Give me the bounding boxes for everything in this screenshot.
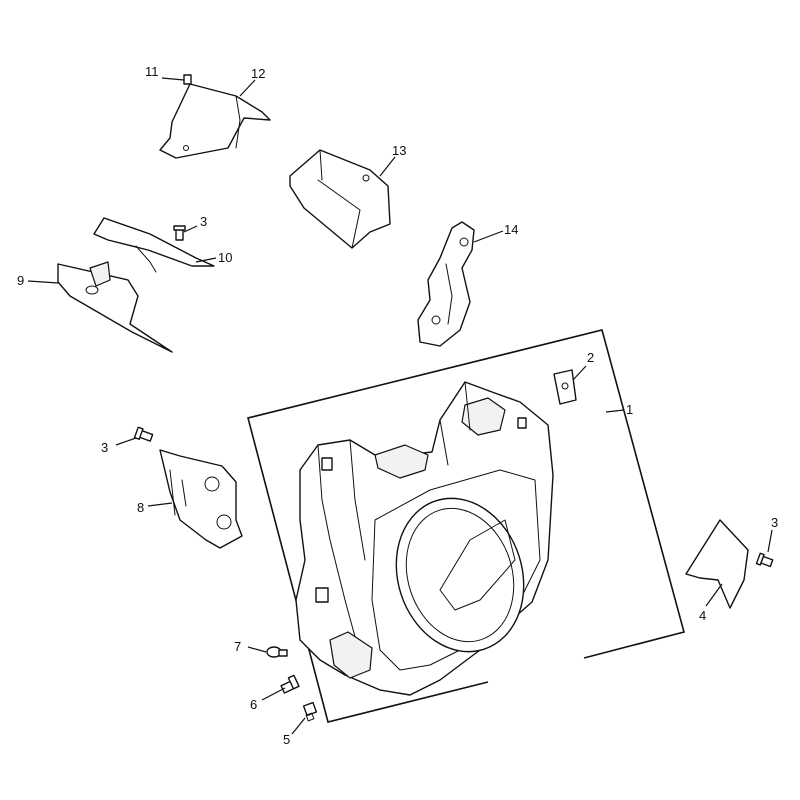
callout-2: 2 [587,350,594,365]
callout-10: 10 [218,250,232,265]
callout-3-left: 3 [101,440,108,455]
callout-4: 4 [699,608,706,623]
part-11-screw [183,74,192,85]
part-9-shroud-plate [57,261,173,353]
callout-9: 9 [17,273,24,288]
callout-3-right: 3 [771,515,778,530]
part-1-blower-housing [295,381,554,696]
part-4-baffle [685,519,749,609]
callout-11: 11 [145,64,159,79]
part-7-push-pin [266,646,288,658]
callout-1: 1 [626,402,633,417]
part-3-screw-c [755,552,774,568]
part-6-screw [280,674,300,694]
assembly-frame [247,329,685,723]
callout-12: 12 [251,66,265,81]
callout-7: 7 [234,639,241,654]
part-13-guard [289,149,391,249]
callout-13: 13 [392,143,406,158]
callout-3-upper: 3 [200,214,207,229]
callouts: 1 2 3 3 3 4 5 6 7 8 9 10 11 12 13 14 [17,64,778,747]
callout-5: 5 [283,732,290,747]
part-5-stud [302,701,318,722]
part-8-bracket [159,449,243,549]
part-3-screw-a [133,426,154,442]
callout-8: 8 [137,500,144,515]
leader-lines [27,77,773,735]
callout-14: 14 [504,222,518,237]
part-10-bracket [93,217,215,273]
callout-6: 6 [250,697,257,712]
part-12-cover-plate [159,83,271,159]
part-14-mounting-bracket [417,221,475,347]
part-2-clip-nut [553,369,577,405]
part-3-screw-b [173,225,186,241]
